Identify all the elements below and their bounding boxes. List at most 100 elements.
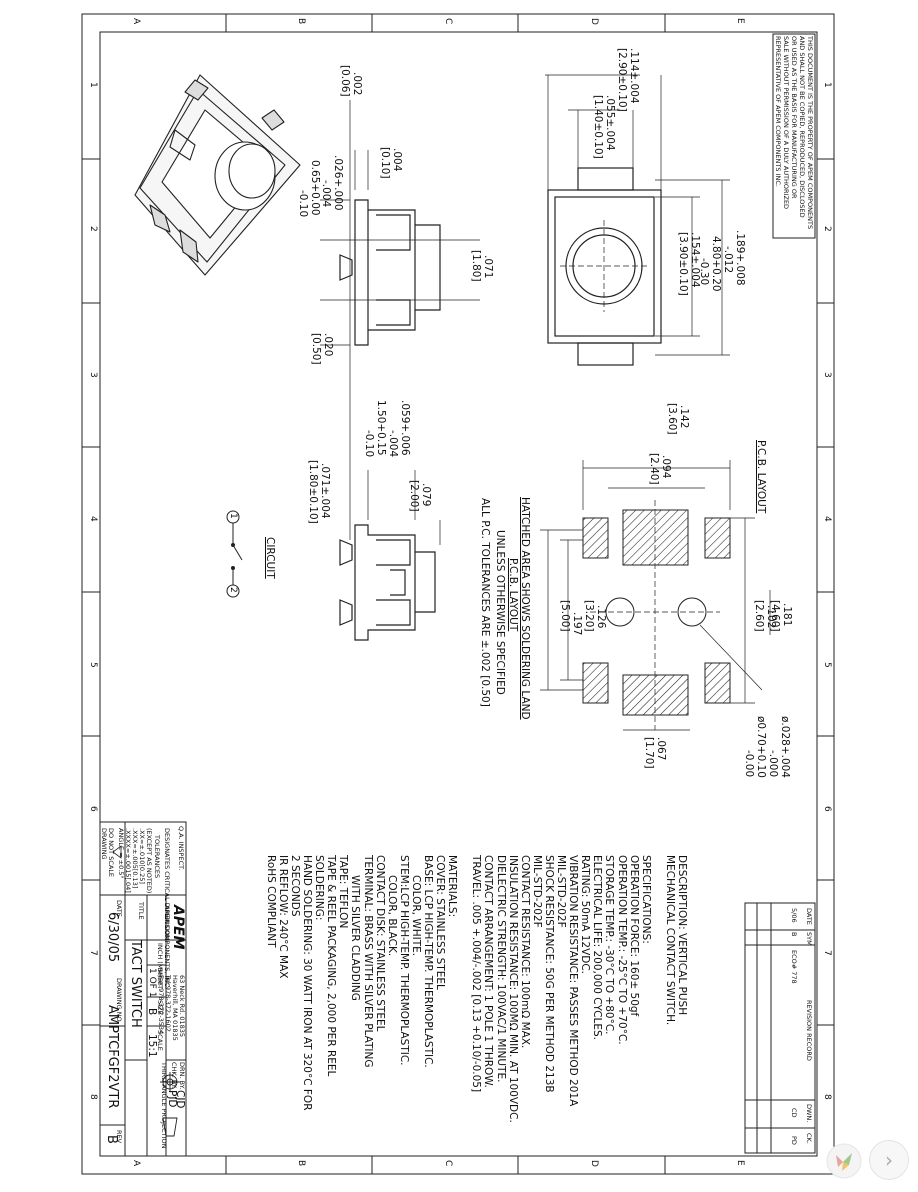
pcb-dim-067: .067	[655, 737, 667, 761]
spec-line	[458, 855, 470, 1123]
spec-line: COVER: STAINLESS STEEL	[434, 855, 447, 990]
projection-text: THIRD ANGLE PROJECTION	[160, 1062, 168, 1149]
zone-num-8-left: 8	[88, 1094, 98, 1100]
zone-num-7-left: 7	[88, 950, 98, 956]
tol-line-1: (EXCEPT AS NOTED)	[145, 828, 153, 894]
dim-004-mm: [0.10]	[379, 147, 391, 179]
zone-num-1-left: 1	[88, 82, 98, 88]
tolerances-label: TOLERANCES	[153, 835, 161, 879]
dim-002-mm: [0.06]	[339, 65, 351, 97]
dim-026-mm-tol: -0.10	[297, 190, 309, 218]
rev-header-ck: CK.	[805, 1133, 813, 1144]
spec-line: BASE: LCP HIGH-TEMP. THERMOPLASTIC.	[422, 855, 435, 1068]
zone-num-5-left: 5	[88, 662, 98, 668]
notice-line-5: REPRESENTATIVE OF APEM COMPONENTS INC.	[774, 36, 782, 187]
zone-num-3-right: 3	[822, 372, 832, 378]
pcb-dim-028-mm: ø0.70+0.10	[755, 716, 767, 778]
spec-line	[652, 855, 664, 1123]
pcb-layout-label-2: P.C.B. LAYOUT	[507, 558, 519, 632]
spec-line: RATING: 50mA 12VDC.	[579, 855, 592, 975]
spec-line: CONTACT ARRANGEMENT: 1 POLE 1 THROW.	[482, 855, 495, 1088]
spec-line: TERMINAL: BRASS WITH SILVER PLATING	[361, 855, 374, 1068]
dim-071b-mm: [1.80±0.10]	[307, 460, 319, 524]
next-page-button[interactable]: ›	[869, 1140, 909, 1180]
zone-num-1-right: 1	[822, 82, 832, 88]
spec-line: IR REFLOW: 240°C MAX	[276, 855, 289, 979]
spec-line: COLOR, WHITE.	[409, 855, 422, 957]
spec-line: RoHS COMPLIANT	[264, 855, 277, 948]
circuit-pin-1: 1	[228, 513, 238, 519]
notice-line-3: OR USED AS THE BASIS FOR MANUFACTURING O…	[790, 36, 798, 199]
sheet-value: 1 OF 1	[147, 968, 157, 998]
dim-055-mm: [1.40±0.10]	[592, 95, 604, 159]
sheet-label: SHEET	[156, 968, 164, 990]
spec-line: SPECIFICATIONS:	[639, 855, 652, 944]
dim-004: .004	[391, 148, 403, 172]
apem-logo: APEM	[170, 905, 186, 950]
zone-num-4-right: 4	[822, 516, 832, 522]
rev-header-date: DATE	[805, 908, 813, 925]
dim-059-mm-tol: -0.10	[363, 430, 375, 458]
spec-line: OPERATION FORCE: 160± 50gf	[627, 855, 640, 1017]
product-3d-view	[134, 74, 301, 276]
zone-label-b-top: B	[296, 18, 306, 25]
dim-055: .055±.004	[604, 95, 616, 151]
dim-189-tol: -.012	[722, 246, 734, 274]
chk-by-label: CHK. BY.	[170, 1062, 178, 1089]
dim-059-mm: 1.50+0.15	[375, 400, 387, 456]
address-line-1: 63 Neck Rd. 01835	[178, 975, 186, 1038]
spec-line: OPERATION TEMP.: -25°C TO +70°C.	[615, 855, 628, 1045]
dim-020-mm: [0.50]	[310, 333, 322, 365]
spec-line: TAPE: TEFLON	[337, 855, 350, 929]
tolerance-note: ALL P.C. TOLERANCES ARE ±.002 [0.50]	[479, 498, 491, 707]
spec-line: HAND SOLDERING: 30 WATT IRON AT 320°C FO…	[301, 855, 314, 1111]
side-view	[320, 199, 480, 346]
dim-071-mm: [1.80]	[470, 250, 482, 282]
rev-row-record: ECO# 778	[790, 950, 798, 984]
spec-line: COLOR, BLACK.	[385, 855, 398, 957]
outer-border	[81, 13, 835, 1175]
spec-line: MIL-STD-202F	[555, 855, 568, 928]
spec-line: SOLDERING:	[313, 855, 326, 921]
spec-line: WITH SILVER CLADDING	[349, 855, 362, 1001]
zone-num-8-right: 8	[822, 1094, 832, 1100]
zone-label-a-top: A	[131, 18, 141, 25]
rev-header-record: REVISION RECORD	[805, 1000, 813, 1061]
circuit-label: CIRCUIT	[264, 537, 276, 579]
zone-label-e-top: E	[735, 18, 745, 24]
drn-by-label: DRN. BY.	[178, 1062, 186, 1090]
pcb-dim-094-mm: [2.40]	[648, 453, 660, 485]
pcb-dim-102: .102	[765, 605, 777, 629]
spec-line: MECHANICAL CONTACT SWITCH.	[663, 855, 676, 1026]
pcb-dim-028-mm-tol: -0.00	[743, 750, 755, 778]
title-block	[99, 821, 187, 1157]
zone-num-3-left: 3	[88, 372, 98, 378]
rev-row-date: 5/06	[790, 908, 798, 923]
tol-line-4: .XXXX=±.0015[.04]	[124, 828, 132, 893]
notice-line-1: THIS DOCUMENT IS THE PROPERTY OF APEM CO…	[806, 36, 814, 230]
dim-154: .154±.004	[689, 232, 701, 288]
tol-line-3: .XXX=±.005[0.13]	[131, 828, 139, 889]
pcb-dim-067-mm: [1.70]	[643, 737, 655, 769]
pcb-dim-094: .094	[660, 455, 672, 479]
zone-num-4-left: 4	[88, 516, 98, 522]
zone-num-6-right: 6	[822, 806, 832, 812]
zone-label-d-top: D	[589, 18, 599, 25]
chevron-right-icon: ›	[885, 1148, 893, 1172]
spec-line: 2 SECONDS	[289, 855, 301, 917]
zone-num-7-right: 7	[822, 950, 832, 956]
critical-dim-symbol	[112, 845, 122, 859]
dim-059: .059+.006	[399, 400, 411, 456]
rev-header-sym: SYM	[805, 932, 813, 946]
drawing-no-value: AMPTCFGF2VTR	[105, 1005, 120, 1109]
dim-079-mm: [2.00]	[408, 480, 420, 512]
spec-line: DIELECTRIC STRENGTH: 100VAC/1 MINUTE.	[494, 855, 507, 1083]
title-label: TITLE	[137, 902, 145, 920]
tol-line-2: .XX=±.010[0.25]	[138, 828, 146, 884]
notice-line-4: SALE WITHOUT PERMISSION OF A DULY AUTHOR…	[782, 36, 790, 210]
zone-label-a-bottom: A	[131, 1160, 141, 1167]
pcb-layout	[582, 500, 763, 730]
pcb-dim-102-mm: [2.60]	[753, 600, 765, 632]
